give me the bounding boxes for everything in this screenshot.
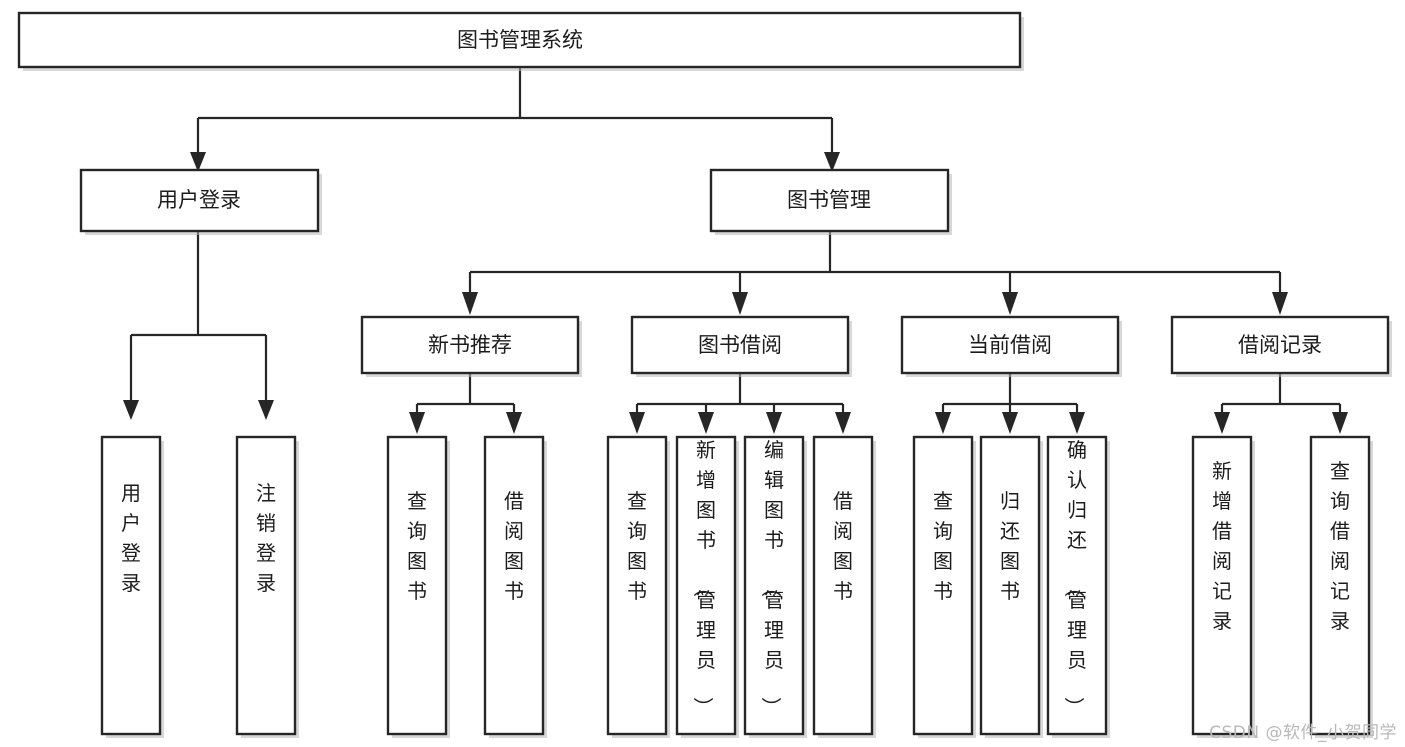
node-new-book-recommend[interactable]: 新书推荐 — [360, 315, 582, 377]
leaf-rect[interactable] — [675, 435, 737, 736]
leaf-rect[interactable] — [100, 435, 162, 736]
leaf-rect[interactable] — [483, 435, 545, 736]
csdn-watermark: CSDN @软件_小贺同学 — [1209, 723, 1397, 743]
root-rect[interactable] — [17, 11, 1022, 69]
leaf-new-book-1[interactable]: 查询图书 — [386, 435, 450, 738]
arrow-leaf-b1 — [629, 412, 645, 434]
link-currentborrow-bus — [941, 373, 1079, 418]
arrow-leaf-n1 — [409, 412, 425, 434]
current-borrow-label: 当前借阅 — [968, 333, 1052, 357]
arrow-leaf-c2 — [1002, 412, 1018, 434]
leaf-rect[interactable] — [1309, 435, 1371, 736]
new-book-rect[interactable] — [360, 315, 580, 375]
leaf-current-borrow-2[interactable]: 归还图书 — [979, 435, 1043, 738]
leaf-rect[interactable] — [979, 435, 1041, 736]
arrow-book-manage — [824, 152, 840, 172]
new-book-label: 新书推荐 — [428, 333, 512, 357]
leaf-book-borrow-4[interactable]: 借阅图书 — [812, 435, 876, 738]
root-label: 图书管理系统 — [457, 28, 583, 52]
book-borrow-label: 图书借阅 — [698, 333, 782, 357]
arrow-new-book — [462, 292, 478, 315]
leaf-current-borrow-3[interactable]: 确认归还（管理员） — [1046, 435, 1110, 738]
leaf-label: 借阅图书 — [833, 489, 853, 603]
arrow-leaf-b2 — [698, 412, 714, 434]
book-manage-label: 图书管理 — [787, 188, 871, 212]
book-manage-rect[interactable] — [709, 168, 950, 233]
leaf-book-borrow-3[interactable]: 编辑图书（管理员） — [743, 435, 807, 738]
arrow-user-login — [190, 152, 206, 172]
arrow-leaf-r2 — [1332, 412, 1348, 434]
leaf-label: 新增借阅记录 — [1212, 459, 1232, 633]
leaf-label: 查询图书 — [933, 489, 953, 603]
borrow-record-rect[interactable] — [1170, 315, 1390, 375]
node-book-manage[interactable]: 图书管理 — [709, 168, 952, 235]
leaf-user-login-2[interactable]: 注销登录 — [235, 435, 299, 738]
leaf-label: 查询图书 — [627, 489, 647, 603]
leaf-label: 查询借阅记录 — [1330, 459, 1350, 633]
node-borrow-record[interactable]: 借阅记录 — [1170, 315, 1392, 377]
arrow-leaf-u2 — [258, 400, 274, 420]
link-bookborrow-bus — [635, 373, 845, 418]
leaf-label: 用户登录 — [121, 481, 141, 595]
arrow-current-borrow — [1002, 292, 1018, 315]
arrow-leaf-c1 — [935, 412, 951, 434]
arrow-leaf-n2 — [506, 412, 522, 434]
leaf-rect[interactable] — [386, 435, 448, 736]
leaf-rect[interactable] — [812, 435, 874, 736]
link-bookmanage-bus — [468, 232, 1282, 300]
link-borrowrecord-bus — [1220, 373, 1342, 418]
borrow-record-label: 借阅记录 — [1238, 333, 1322, 357]
current-borrow-rect[interactable] — [900, 315, 1120, 375]
node-book-borrow[interactable]: 图书借阅 — [630, 315, 852, 377]
leaf-label: 归还图书 — [1000, 489, 1020, 603]
leaf-rect[interactable] — [912, 435, 974, 736]
arrow-leaf-b4 — [835, 412, 851, 434]
leaf-book-borrow-1[interactable]: 查询图书 — [606, 435, 670, 738]
link-root-bus — [196, 68, 834, 158]
arrow-leaf-b3 — [766, 412, 782, 434]
leaf-new-book-2[interactable]: 借阅图书 — [483, 435, 547, 738]
leaf-label: 新增图书（管理员） — [691, 438, 716, 717]
leaf-label: 编辑图书（管理员） — [759, 438, 784, 717]
leaf-rect[interactable] — [235, 435, 297, 736]
leaf-rect[interactable] — [1191, 435, 1253, 736]
connectors — [123, 68, 1348, 434]
node-root[interactable]: 图书管理系统 — [17, 11, 1024, 71]
leaf-current-borrow-1[interactable]: 查询图书 — [912, 435, 976, 738]
book-borrow-rect[interactable] — [630, 315, 850, 375]
leaf-rect[interactable] — [743, 435, 805, 736]
leaf-label: 确认归还（管理员） — [1062, 438, 1087, 717]
arrow-book-borrow — [732, 292, 748, 315]
leaf-rect[interactable] — [606, 435, 668, 736]
user-login-label: 用户登录 — [157, 188, 241, 212]
arrow-leaf-r1 — [1214, 412, 1230, 434]
node-current-borrow[interactable]: 当前借阅 — [900, 315, 1122, 377]
link-userlogin-bus — [129, 232, 268, 405]
arrow-borrow-record — [1272, 292, 1288, 315]
arrow-leaf-u1 — [123, 400, 139, 420]
leaf-label: 注销登录 — [256, 481, 276, 595]
leaf-user-login-1[interactable]: 用户登录 — [100, 435, 164, 738]
arrow-leaf-c3 — [1069, 412, 1085, 434]
leaf-borrow-record-1[interactable]: 新增借阅记录 — [1191, 435, 1255, 738]
node-user-login[interactable]: 用户登录 — [79, 168, 322, 235]
user-login-rect[interactable] — [79, 168, 320, 233]
leaf-borrow-record-2[interactable]: 查询借阅记录 — [1309, 435, 1373, 738]
leaf-rect[interactable] — [1046, 435, 1108, 736]
leaf-book-borrow-2[interactable]: 新增图书（管理员） — [675, 435, 739, 738]
leaf-label: 借阅图书 — [504, 489, 524, 603]
leaf-label: 查询图书 — [407, 489, 427, 603]
link-newbook-bus — [415, 373, 516, 418]
